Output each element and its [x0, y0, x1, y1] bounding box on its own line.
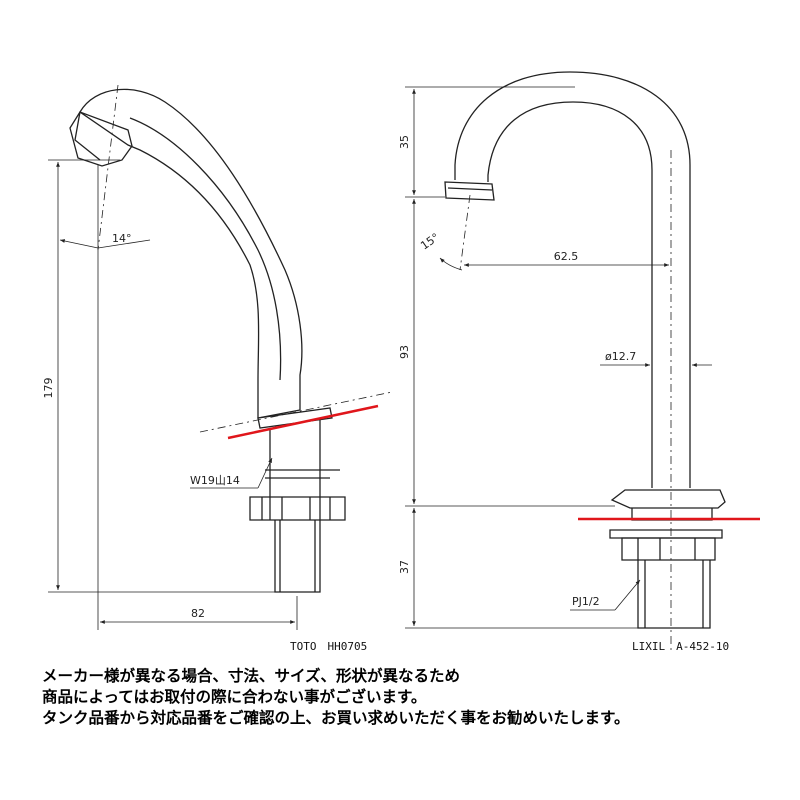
- left-thread-label: W19山14: [190, 474, 240, 487]
- notice-line-2: 商品によってはお取付の際に合わない事がございます。: [42, 688, 427, 706]
- compatibility-notice: メーカー様が異なる場合、寸法、サイズ、形状が異なるため 商品によってはお取付の際…: [42, 666, 782, 729]
- right-centerlines: [459, 150, 672, 650]
- faucet-comparison-drawing: 14° 179 82 W19山14 TOTO HH0705: [42, 71, 760, 653]
- notice-line-1: メーカー様が異なる場合、寸法、サイズ、形状が異なるため: [42, 667, 461, 685]
- left-height-label: 179: [42, 378, 55, 399]
- left-angle-label: 14°: [112, 232, 132, 245]
- right-diameter-label: ø12.7: [605, 350, 636, 363]
- left-model-label: TOTO HH0705: [290, 640, 367, 653]
- right-mid-height-label: 93: [398, 345, 411, 359]
- right-top-height-label: 35: [398, 135, 411, 149]
- left-centerlines: [97, 84, 393, 433]
- right-reach-label: 62.5: [554, 250, 579, 263]
- right-model-label: LIXIL A-452-10: [632, 640, 729, 653]
- notice-line-3: タンク品番から対応品番をご確認の上、お買い求めいただく事をお勧めいたします。: [42, 709, 630, 727]
- right-bottom-height-label: 37: [398, 560, 411, 574]
- right-angle-label: 15°: [418, 231, 441, 253]
- left-width-label: 82: [191, 607, 205, 620]
- right-dimensions: [405, 86, 712, 629]
- left-mount-line: [227, 404, 379, 440]
- right-thread-label: PJ1/2: [572, 595, 600, 608]
- left-dimensions: [48, 159, 298, 630]
- right-faucet-outline: [444, 71, 726, 629]
- left-faucet-outline: [69, 88, 346, 593]
